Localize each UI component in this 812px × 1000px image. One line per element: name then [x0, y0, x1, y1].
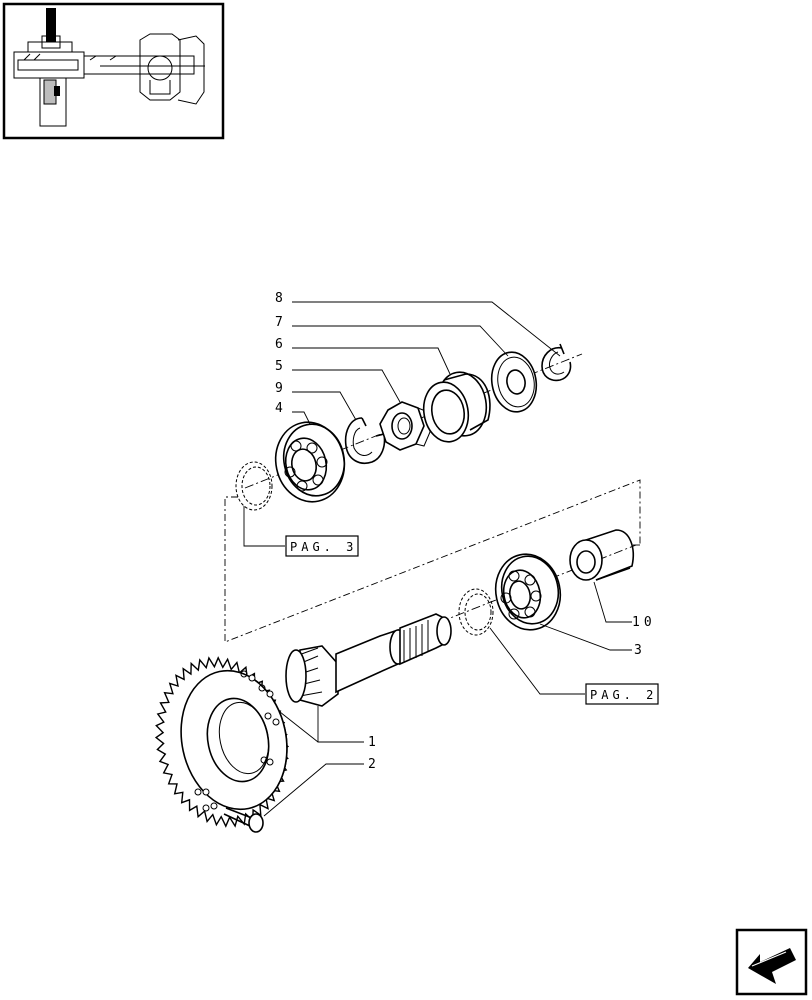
crown-wheel [154, 656, 290, 828]
crown-wheel-bolt-hole [202, 788, 210, 796]
callout-2: 2 [368, 757, 380, 772]
callout-9: 9 [275, 381, 287, 396]
shim-ring-upper [235, 461, 273, 511]
axle-assembly-thumbnail[interactable] [2, 2, 225, 140]
svg-text:PAG. 3: PAG. 3 [290, 540, 357, 554]
bearing-cup [422, 371, 491, 443]
crown-wheel-bolt-hole [248, 674, 256, 682]
crown-wheel-bore-inner [218, 701, 270, 775]
back-arrow-icon[interactable] [735, 928, 808, 996]
callout-3: 3 [634, 643, 646, 658]
spacer-sleeve [569, 529, 634, 581]
callout-5: 5 [275, 359, 287, 374]
crown-wheel-bolt-hole [266, 758, 274, 766]
thrust-washer [490, 351, 538, 413]
callout-6: 6 [275, 337, 287, 352]
shim-ring-lower [458, 588, 494, 636]
crown-wheel-bolt-hole [272, 718, 280, 726]
callout-4: 4 [275, 401, 287, 416]
circlip-small [344, 417, 386, 464]
bearing-lower [494, 553, 562, 631]
callout-10: 10 [632, 615, 656, 630]
circlip-end [541, 343, 572, 382]
crown-wheel-teeth [154, 656, 290, 828]
svg-text:PAG. 2: PAG. 2 [590, 688, 657, 702]
callout-1: 1 [368, 735, 380, 750]
leader-lines [243, 301, 632, 817]
page-ref-pag2[interactable]: PAG. 2 [585, 683, 659, 705]
hex-nut [379, 401, 431, 451]
page-ref-pag3[interactable]: PAG. 3 [285, 535, 359, 557]
crown-wheel-bolt-hole [210, 802, 218, 810]
assembly-boundary-line [224, 479, 641, 643]
callout-8: 8 [275, 291, 287, 306]
callout-7: 7 [275, 315, 287, 330]
bevel-pinion-shaft [285, 613, 452, 707]
bearing-upper [274, 421, 346, 503]
crown-wheel-bolt [223, 807, 264, 833]
crown-wheel-bolt-hole [266, 690, 274, 698]
